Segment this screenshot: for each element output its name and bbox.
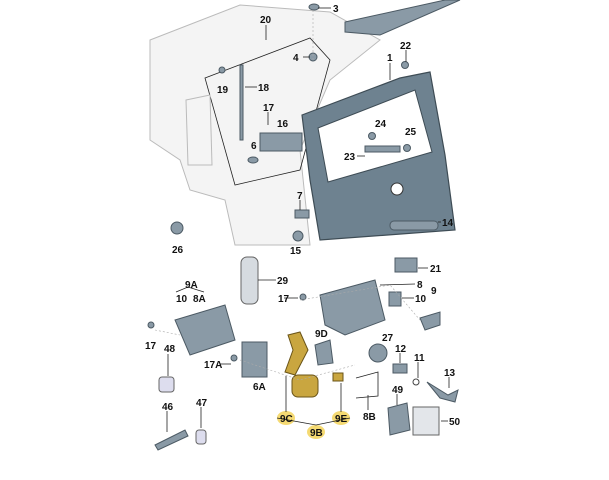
label-1: 1 xyxy=(387,53,393,64)
bolt-24 xyxy=(368,132,376,140)
guide-lines xyxy=(154,10,421,381)
clip-10 xyxy=(388,291,402,307)
label-26: 26 xyxy=(172,245,184,256)
cylinder-48 xyxy=(158,376,175,393)
label-27: 27 xyxy=(382,333,394,344)
buffer-15 xyxy=(292,230,304,242)
label-50: 50 xyxy=(449,417,461,428)
label-47: 47 xyxy=(196,398,208,409)
label-15: 15 xyxy=(290,246,302,257)
label-16: 16 xyxy=(277,119,289,130)
cylinder-29 xyxy=(240,256,259,305)
tailgate xyxy=(301,71,456,241)
label-10-left: 10 xyxy=(176,294,188,305)
label-9B: 9B xyxy=(310,428,323,439)
buffer-26 xyxy=(170,221,184,235)
screw-17 xyxy=(147,321,155,329)
box-50 xyxy=(412,406,440,436)
trim-14 xyxy=(389,220,439,231)
clip-9E xyxy=(332,372,344,382)
label-17: 17 xyxy=(263,103,275,114)
washer-3 xyxy=(308,3,320,11)
label-19: 19 xyxy=(217,85,229,96)
label-6: 6 xyxy=(251,141,257,152)
label-14: 14 xyxy=(442,218,454,229)
lock-8 xyxy=(319,279,386,336)
label-10: 10 xyxy=(415,294,427,305)
label-17-mid: 17 xyxy=(278,294,290,305)
cap-6 xyxy=(247,156,259,164)
microswitch-21 xyxy=(394,257,418,273)
label-6A: 6A xyxy=(253,382,266,393)
handle-23 xyxy=(364,145,401,153)
sleeve-12 xyxy=(392,363,408,374)
label-23: 23 xyxy=(344,152,356,163)
label-9C: 9C xyxy=(280,414,293,425)
lock-8A xyxy=(174,304,236,356)
label-24: 24 xyxy=(375,119,387,130)
grease-tube-46 xyxy=(154,429,189,451)
label-8B: 8B xyxy=(363,412,376,423)
label-8: 8 xyxy=(417,280,423,291)
label-22: 22 xyxy=(400,41,412,52)
label-17A: 17A xyxy=(204,360,222,371)
label-48: 48 xyxy=(164,344,176,355)
bracket-16 xyxy=(259,132,303,152)
label-8A: 8A xyxy=(193,294,206,305)
label-17-left: 17 xyxy=(145,341,157,352)
label-21: 21 xyxy=(430,264,442,275)
lock-cylinder-9B xyxy=(291,374,319,398)
plug-22 xyxy=(401,61,409,69)
label-9D: 9D xyxy=(315,329,328,340)
vehicle-body-outline xyxy=(149,4,381,246)
label-9E: 9E xyxy=(335,414,348,425)
screw-17A xyxy=(230,354,238,362)
housing-27 xyxy=(368,343,388,363)
label-11: 11 xyxy=(414,353,425,364)
label-4: 4 xyxy=(293,53,299,64)
block-49 xyxy=(387,402,411,436)
key-13 xyxy=(426,381,459,403)
seal-6A xyxy=(241,341,268,378)
label-9A: 9A xyxy=(185,280,198,291)
screw-17b xyxy=(299,293,307,301)
label-20: 20 xyxy=(260,15,272,26)
label-46: 46 xyxy=(162,402,174,413)
label-13: 13 xyxy=(444,368,456,379)
cover-9D xyxy=(314,339,334,366)
label-7: 7 xyxy=(297,191,303,202)
label-18: 18 xyxy=(258,83,270,94)
leader-lines xyxy=(166,7,450,432)
bracket-10 xyxy=(419,311,441,331)
striker-7 xyxy=(294,209,310,219)
lever-9C xyxy=(284,331,309,376)
label-3: 3 xyxy=(333,4,339,15)
ring-11 xyxy=(412,378,420,386)
gas-strut-18 xyxy=(239,64,244,141)
part-number-labels: 1 3 4 20 22 18 19 17 16 24 25 6 23 7 14 … xyxy=(145,4,461,439)
label-25: 25 xyxy=(405,127,417,138)
bush-25 xyxy=(403,144,411,152)
spoiler xyxy=(344,0,461,36)
label-12: 12 xyxy=(395,344,407,355)
cap-47 xyxy=(195,429,207,445)
label-29: 29 xyxy=(277,276,289,287)
label-9: 9 xyxy=(431,286,437,297)
rod-8B xyxy=(355,371,379,399)
highlight-markers xyxy=(277,411,350,439)
label-49: 49 xyxy=(392,385,404,396)
clip-19 xyxy=(218,66,226,74)
